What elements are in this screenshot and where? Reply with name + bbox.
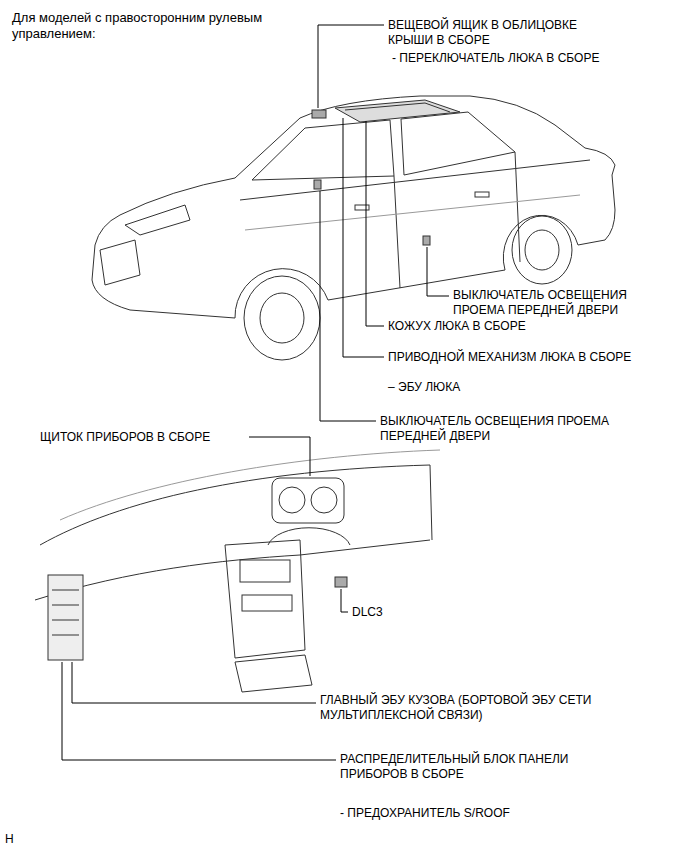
leader-line: [427, 247, 449, 296]
trunk: [555, 125, 615, 175]
leader-line: [72, 662, 316, 703]
roof-line: [300, 96, 555, 125]
label-slot: ПРИВОДНОЙ МЕХАНИЗМ ЛЮКА В СБОРЕ: [388, 350, 678, 365]
leader-line: [249, 437, 310, 476]
wheel: [244, 276, 320, 360]
label-slot: ГЛАВНЫЙ ЭБУ КУЗОВА (БОРТОВОЙ ЭБУ СЕТИ МУ…: [320, 693, 615, 723]
part-label: - ПРЕДОХРАНИТЕЛЬ S/ROOF: [340, 806, 590, 821]
door-handle: [355, 205, 369, 210]
door-switch: [423, 236, 430, 245]
label-slot: ЩИТОК ПРИБОРОВ В СБОРЕ: [40, 430, 245, 445]
dlc3-connector: [335, 577, 347, 587]
door-handle: [475, 192, 489, 197]
label-slot: DLC3: [352, 605, 412, 620]
climate-panel: [242, 595, 292, 611]
junction-block-detail: [52, 590, 79, 635]
figure-code: H: [5, 832, 35, 847]
audio-unit: [240, 560, 290, 582]
leader-line: [366, 121, 384, 326]
dash-top: [40, 465, 430, 545]
body-crease: [245, 195, 580, 230]
gauge: [311, 487, 337, 513]
sunroof: [335, 100, 460, 122]
wheel: [512, 216, 572, 284]
part-label: ВЕЩЕВОЙ ЯЩИК В ОБЛИЦОВКЕ КРЫШИ В СБОРЕ: [388, 18, 613, 48]
rear-window: [401, 112, 515, 175]
junction-block: [48, 575, 83, 660]
steering-wheel: [268, 528, 350, 545]
label-slot: РАСПРЕДЕЛИТЕЛЬНЫЙ БЛОК ПАНЕЛИ ПРИБОРОВ В…: [340, 752, 570, 782]
dash-lower: [35, 540, 430, 600]
car-drawing: [92, 96, 615, 360]
part-label: DLC3: [352, 605, 412, 620]
part-label: КОЖУХ ЛЮКА В СБОРЕ: [388, 319, 668, 334]
label-slot: ВЫКЛЮЧАТЕЛЬ ОСВЕЩЕНИЯ ПРОЕМА ПЕРЕДНЕЙ ДВ…: [453, 288, 668, 318]
rear-bumper: [578, 175, 615, 245]
leader-line: [343, 118, 384, 357]
rear-arch: [503, 215, 578, 270]
part-label: ЩИТОК ПРИБОРОВ В СБОРЕ: [40, 430, 245, 445]
label-slot: ВЕЩЕВОЙ ЯЩИК В ОБЛИЦОВКЕ КРЫШИ В СБОРЕ: [388, 18, 613, 48]
roof-console: [312, 110, 326, 118]
door-switch: [314, 180, 321, 189]
dashboard-drawing: [35, 450, 440, 692]
label-slot: - ПРЕДОХРАНИТЕЛЬ S/ROOF: [340, 806, 590, 821]
label-slot: - ПЕРЕКЛЮЧАТЕЛЬ ЛЮКА В СБОРЕ: [392, 51, 672, 66]
belt-line: [240, 160, 590, 200]
part-label: ГЛАВНЫЙ ЭБУ КУЗОВА (БОРТОВОЙ ЭБУ СЕТИ МУ…: [320, 693, 615, 723]
leader-line: [320, 191, 376, 421]
part-label: ВЫКЛЮЧАТЕЛЬ ОСВЕЩЕНИЯ ПРОЕМА ПЕРЕДНЕЙ ДВ…: [453, 288, 668, 318]
windshield-base: [60, 450, 440, 520]
label-slot: КОЖУХ ЛЮКА В СБОРЕ: [388, 319, 668, 334]
leader-line: [62, 662, 336, 760]
wheel-rim: [260, 293, 304, 343]
instrument-cluster: [272, 478, 344, 523]
label-slot: – ЭБУ ЛЮКА: [388, 380, 588, 395]
gauge: [279, 487, 305, 513]
a-pillar: [235, 118, 300, 178]
console: [235, 655, 312, 692]
heading: Для моделей с правосторонним рулевым упр…: [12, 10, 272, 42]
front-window: [252, 120, 394, 180]
front-bumper: [92, 245, 235, 318]
part-label: – ЭБУ ЛЮКА: [388, 380, 588, 395]
part-label: ПРИВОДНОЙ МЕХАНИЗМ ЛЮКА В СБОРЕ: [388, 350, 678, 365]
headlight: [125, 205, 190, 235]
label-slot: ВЫКЛЮЧАТЕЛЬ ОСВЕЩЕНИЯ ПРОЕМА ПЕРЕДНЕЙ ДВ…: [380, 414, 635, 444]
center-stack: [225, 540, 305, 658]
sunroof-glass: [345, 103, 450, 112]
dash-edge: [430, 465, 432, 540]
hood: [95, 178, 235, 245]
door-cut: [394, 176, 400, 288]
wheel-rim: [525, 230, 559, 270]
leader-line: [341, 589, 348, 612]
title-slot: Для моделей с правосторонним рулевым упр…: [12, 10, 272, 42]
part-label: РАСПРЕДЕЛИТЕЛЬНЫЙ БЛОК ПАНЕЛИ ПРИБОРОВ В…: [340, 752, 570, 782]
label-slot: H: [5, 832, 35, 847]
grille: [100, 240, 140, 285]
part-label: ВЫКЛЮЧАТЕЛЬ ОСВЕЩЕНИЯ ПРОЕМА ПЕРЕДНЕЙ ДВ…: [380, 414, 635, 444]
door-cut: [515, 152, 520, 262]
part-label: - ПЕРЕКЛЮЧАТЕЛЬ ЛЮКА В СБОРЕ: [392, 51, 672, 66]
leader-line: [318, 25, 384, 108]
